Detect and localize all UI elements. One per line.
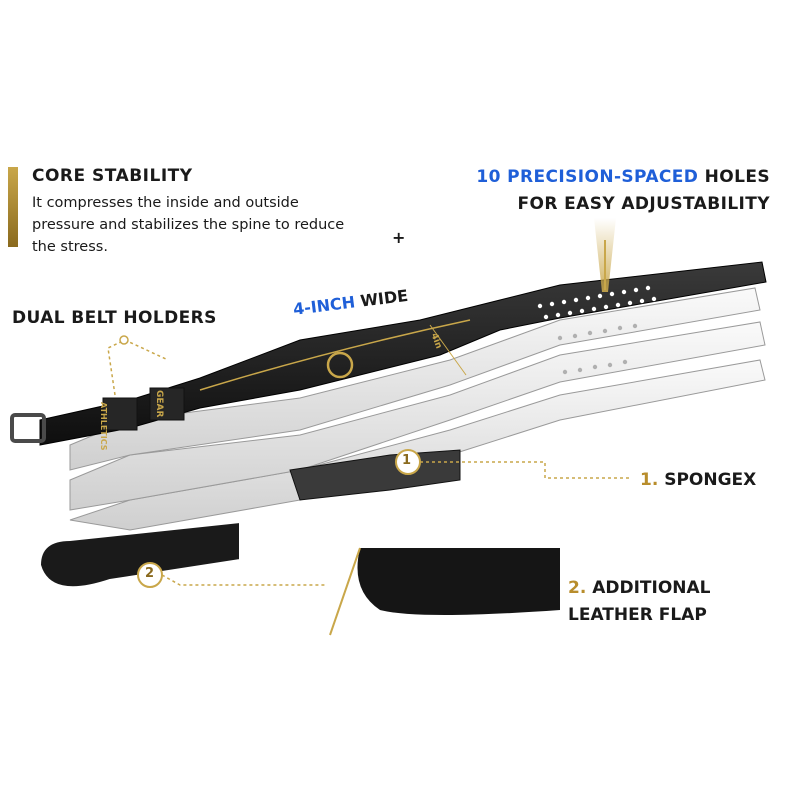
leather-flap xyxy=(38,520,241,589)
flap-line2: LEATHER FLAP xyxy=(568,605,707,625)
belt-loop-2 xyxy=(149,387,185,421)
spongex-text: SPONGEX xyxy=(664,470,757,490)
belt-layer-3 xyxy=(69,321,766,511)
flap-line1: ADDITIONAL xyxy=(592,578,711,598)
core-accent-bar xyxy=(8,167,18,247)
holes-line2: FOR EASY ADJUSTABILITY xyxy=(517,194,770,214)
flap-number: 2. xyxy=(568,578,587,598)
core-stability-title: CORE STABILITY xyxy=(32,166,193,186)
plus-glyph: + xyxy=(392,228,406,247)
holes-rest: HOLES xyxy=(698,167,770,187)
spongex-number: 1. xyxy=(640,470,659,490)
loop-text-athletics: ATHLETICS xyxy=(99,402,108,451)
dual-belt-holders-label: DUAL BELT HOLDERS xyxy=(12,308,217,328)
spongex-badge-number: 1 xyxy=(402,453,412,468)
holes-callout: 10 PRECISION-SPACED HOLES FOR EASY ADJUS… xyxy=(440,164,770,218)
adjustment-holes xyxy=(537,285,657,320)
core-stability-description: It compresses the inside and outside pre… xyxy=(32,195,345,255)
belt-buckle xyxy=(10,413,46,443)
loop-text-gear: GEAR xyxy=(154,390,164,418)
spongex-label: 1. SPONGEX xyxy=(640,470,756,490)
belt-layer-2 xyxy=(69,287,761,471)
leather-flap-label: 2. ADDITIONAL LEATHER FLAP xyxy=(568,575,711,629)
brand-logo xyxy=(326,351,354,379)
flap-badge-number: 2 xyxy=(145,566,155,581)
holes-highlight: 10 PRECISION-SPACED xyxy=(476,167,699,187)
belt-loop-1 xyxy=(102,397,138,431)
